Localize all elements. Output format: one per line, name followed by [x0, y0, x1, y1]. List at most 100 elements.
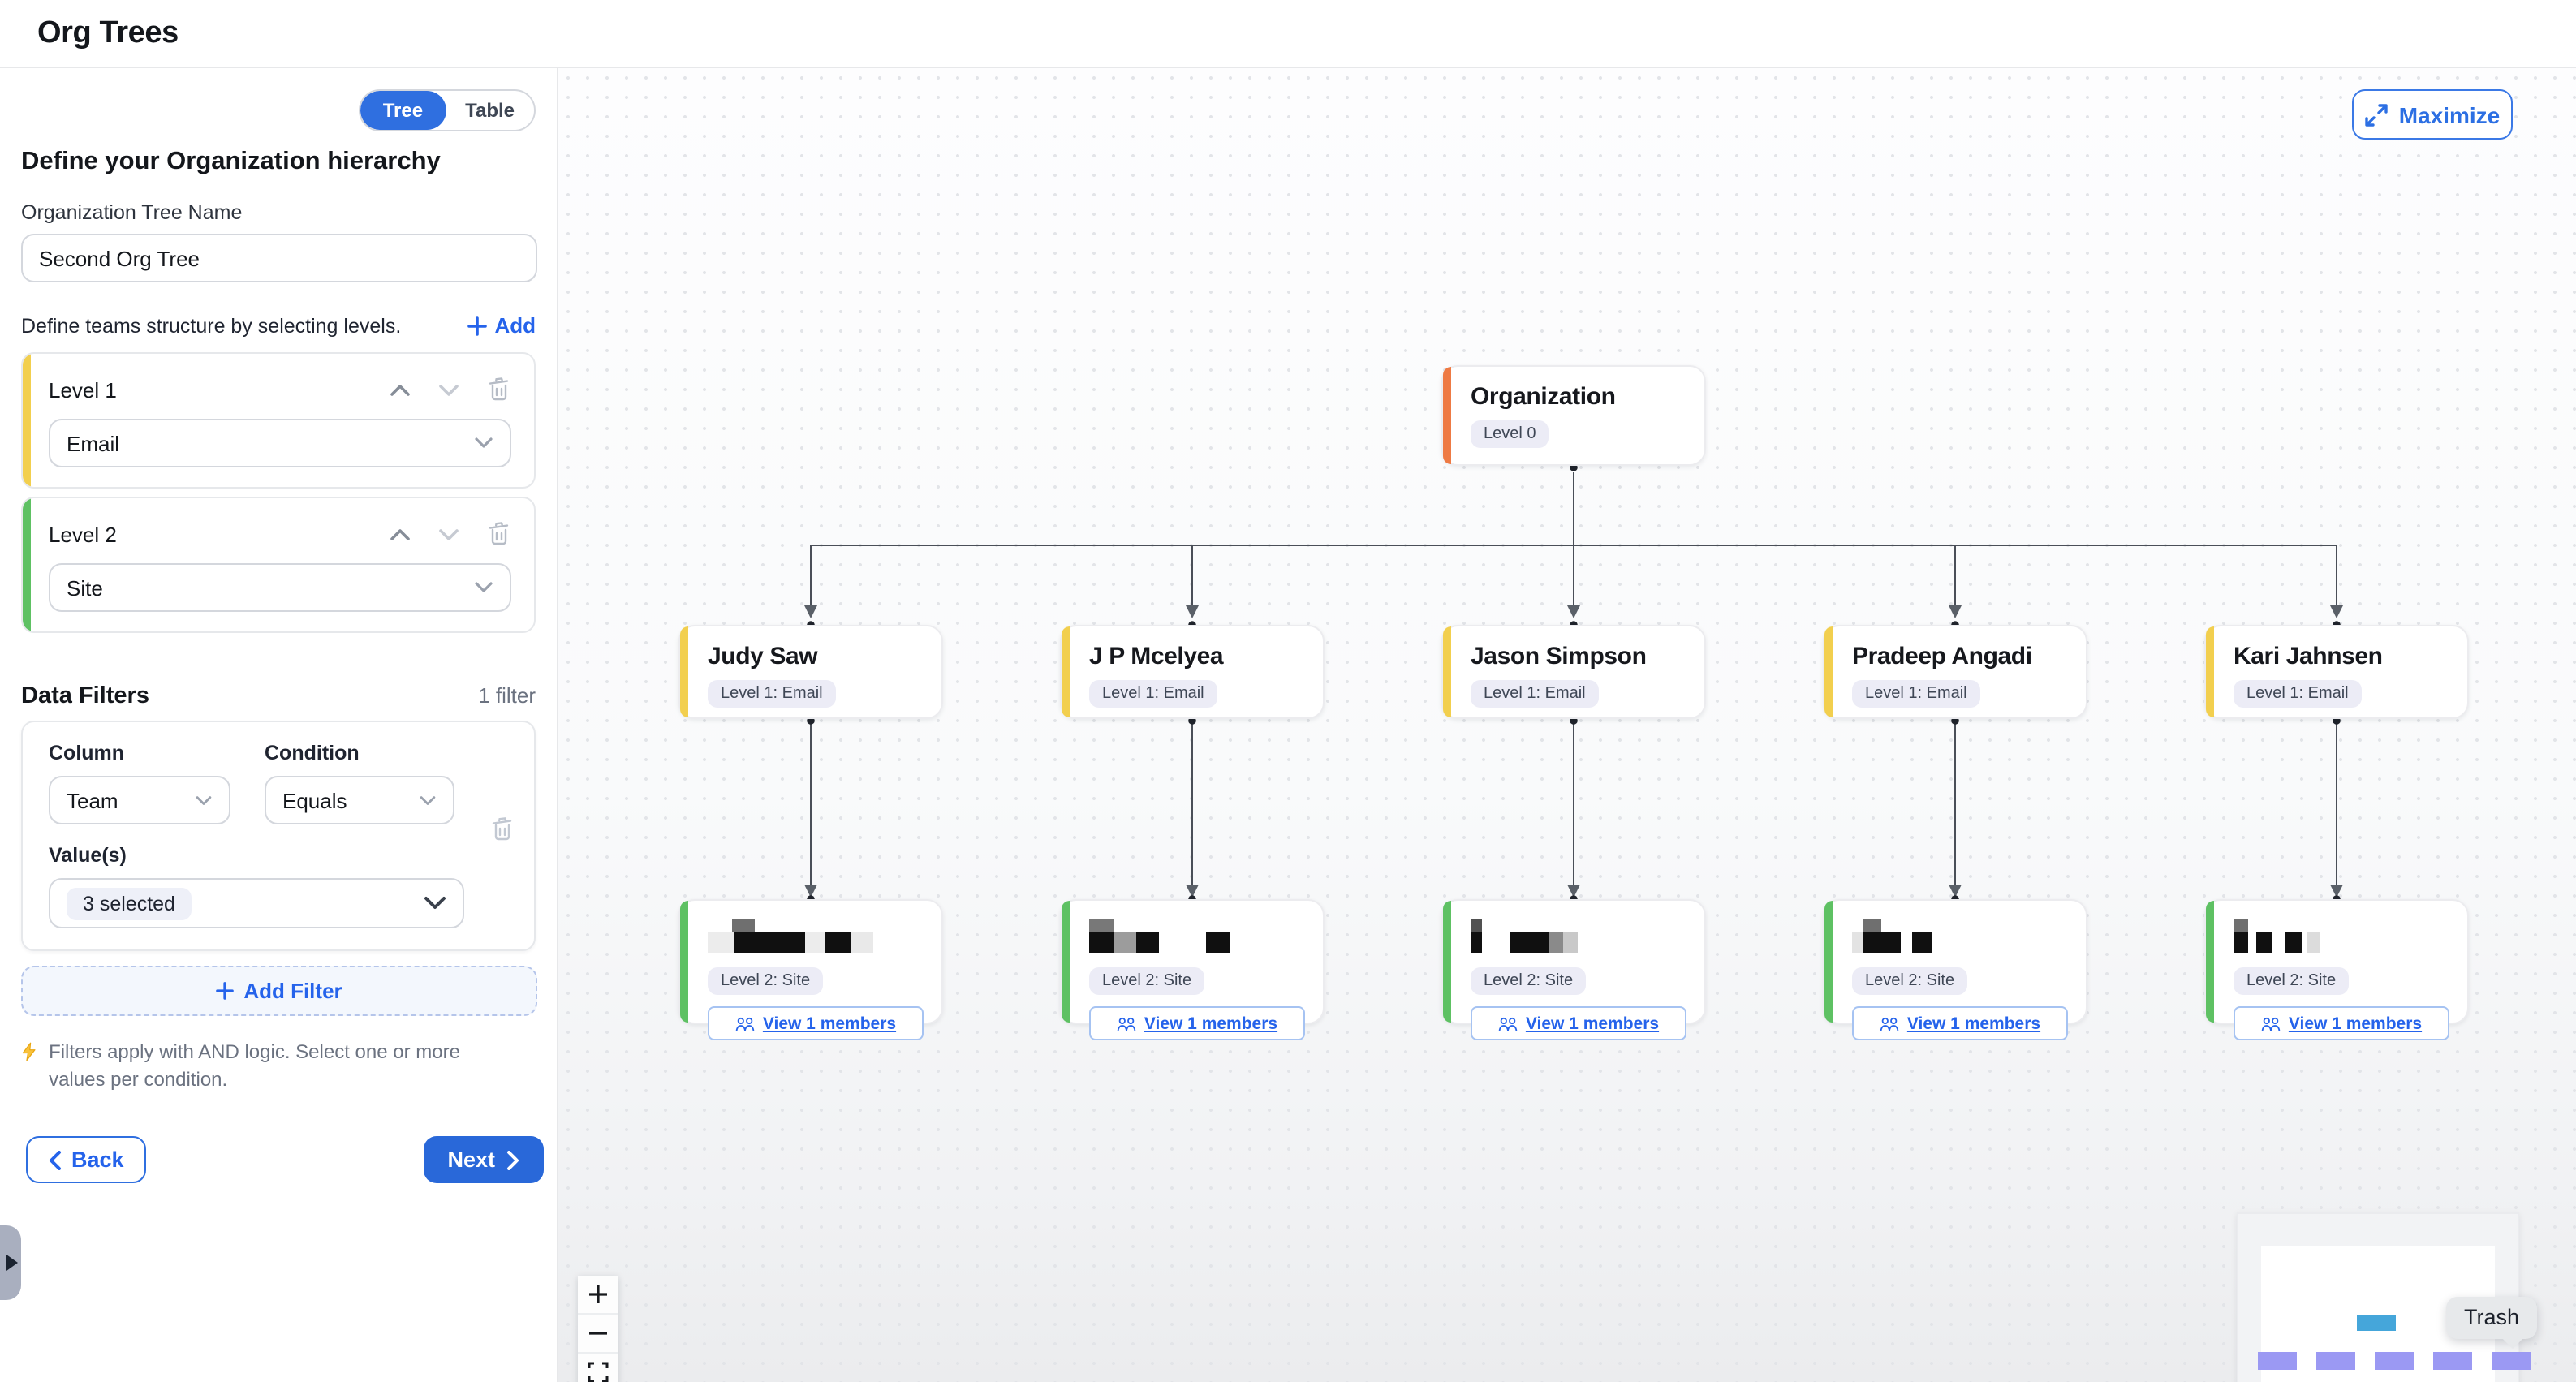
- add-filter-label: Add Filter: [243, 979, 342, 1003]
- values-label: Value(s): [49, 844, 127, 867]
- view-members-button[interactable]: View 1 members: [1089, 1006, 1305, 1040]
- redacted-name: [1471, 919, 1688, 954]
- view-members-label: View 1 members: [762, 1014, 897, 1033]
- chevron-right-icon: [507, 1150, 519, 1169]
- redacted-name: [1089, 919, 1307, 954]
- node-title: J P Mcelyea: [1089, 643, 1224, 670]
- chevron-down-icon: [439, 384, 459, 395]
- chevron-left-icon: [50, 1150, 61, 1169]
- trash-tooltip: Trash: [2446, 1297, 2538, 1350]
- minimap-viewport: [2258, 1246, 2531, 1382]
- org-node-root[interactable]: Organization Level 0: [1441, 365, 1706, 466]
- zoom-in-button[interactable]: [578, 1276, 618, 1315]
- view-members-button[interactable]: View 1 members: [1471, 1006, 1686, 1040]
- fit-view-icon: [588, 1362, 609, 1382]
- level-1-card: Level 1: [21, 352, 536, 489]
- next-button[interactable]: Next: [423, 1136, 544, 1183]
- org-node-level2[interactable]: Level 2: Site View 1 members: [2204, 899, 2469, 1040]
- move-down-button[interactable]: [438, 382, 459, 397]
- tree-name-label: Organization Tree Name: [21, 201, 243, 224]
- org-node-level1[interactable]: Kari Jahnsen Level 1: Email: [2204, 625, 2469, 719]
- move-up-button[interactable]: [390, 527, 411, 541]
- view-members-label: View 1 members: [1144, 1014, 1278, 1033]
- chevron-down-icon: [424, 897, 446, 909]
- expand-icon: [2365, 103, 2388, 126]
- trash-icon: [489, 377, 509, 401]
- top-bar: Org Trees: [0, 0, 2576, 68]
- redacted-name: [708, 919, 925, 954]
- view-members-button[interactable]: View 1 members: [708, 1006, 924, 1040]
- add-level-button[interactable]: Add: [467, 313, 536, 338]
- org-node-level2[interactable]: Level 2: Site View 1 members: [678, 899, 943, 1040]
- org-node-level1[interactable]: Judy Saw Level 1: Email: [678, 625, 943, 719]
- node-title: Jason Simpson: [1471, 643, 1647, 670]
- delete-level-button[interactable]: [487, 377, 511, 403]
- add-filter-button[interactable]: Add Filter: [21, 966, 537, 1016]
- condition-label: Condition: [265, 742, 360, 764]
- org-node-level2[interactable]: Level 2: Site View 1 members: [1823, 899, 2087, 1040]
- trash-icon: [492, 817, 512, 841]
- delete-level-button[interactable]: [487, 521, 511, 547]
- maximize-button[interactable]: Maximize: [2352, 89, 2513, 140]
- chevron-up-icon: [390, 528, 410, 540]
- minimap-node: [2357, 1315, 2396, 1331]
- chevron-down-icon: [196, 795, 212, 804]
- tree-name-input[interactable]: [21, 234, 537, 282]
- next-label: Next: [447, 1147, 495, 1172]
- org-node-level1[interactable]: Pradeep Angadi Level 1: Email: [1823, 625, 2087, 719]
- node-level-badge: Level 1: Email: [708, 680, 836, 708]
- org-node-level1[interactable]: J P Mcelyea Level 1: Email: [1060, 625, 1325, 719]
- condition-select[interactable]: Equals: [265, 776, 454, 824]
- minimap-node: [2258, 1352, 2297, 1370]
- node-level-badge: Level 1: Email: [1089, 680, 1217, 708]
- hierarchy-sidebar: Tree Table Define your Organization hier…: [0, 68, 558, 1382]
- node-title: Judy Saw: [708, 643, 818, 670]
- org-tree-edges: [804, 463, 2343, 1028]
- column-label: Column: [49, 742, 125, 764]
- plus-icon: [467, 316, 487, 335]
- node-level-badge: Level 2: Site: [1471, 967, 1587, 995]
- org-node-level1[interactable]: Jason Simpson Level 1: Email: [1441, 625, 1706, 719]
- members-icon: [1880, 1016, 1899, 1031]
- node-level-badge: Level 2: Site: [1852, 967, 1968, 995]
- level-1-select[interactable]: Email: [49, 419, 511, 467]
- level-2-accent: [23, 498, 31, 631]
- zoom-out-button[interactable]: [578, 1315, 618, 1354]
- minimap-node: [2433, 1352, 2472, 1370]
- filters-note: Filters apply with AND logic. Select one…: [49, 1040, 460, 1091]
- toggle-table[interactable]: Table: [465, 99, 515, 122]
- values-select[interactable]: 3 selected: [49, 878, 464, 928]
- node-level-badge: Level 1: Email: [1852, 680, 1980, 708]
- node-accent: [2206, 626, 2214, 717]
- level-2-value: Site: [67, 575, 103, 600]
- node-accent: [2206, 901, 2214, 1023]
- column-select[interactable]: Team: [49, 776, 230, 824]
- view-members-label: View 1 members: [1525, 1014, 1660, 1033]
- move-up-button[interactable]: [390, 382, 411, 397]
- view-members-label: View 1 members: [1906, 1014, 2041, 1033]
- panel-expand-handle[interactable]: [0, 1225, 21, 1300]
- node-level-badge: Level 2: Site: [1089, 967, 1205, 995]
- view-members-button[interactable]: View 1 members: [2234, 1006, 2449, 1040]
- level-2-card: Level 2: [21, 497, 536, 633]
- move-down-button[interactable]: [438, 527, 459, 541]
- page-title: Org Trees: [37, 15, 179, 50]
- org-node-level2[interactable]: Level 2: Site View 1 members: [1441, 899, 1706, 1040]
- node-accent: [1062, 901, 1070, 1023]
- back-button[interactable]: Back: [26, 1136, 147, 1183]
- toggle-tree[interactable]: Tree: [360, 91, 446, 130]
- condition-value: Equals: [282, 788, 347, 812]
- level-2-select[interactable]: Site: [49, 563, 511, 612]
- data-filters-title: Data Filters: [21, 683, 149, 709]
- chevron-down-icon: [439, 528, 459, 540]
- org-node-level2[interactable]: Level 2: Site View 1 members: [1060, 899, 1325, 1040]
- node-accent: [1824, 901, 1833, 1023]
- view-members-button[interactable]: View 1 members: [1852, 1006, 2068, 1040]
- delete-filter-button[interactable]: [490, 816, 515, 842]
- play-triangle-icon: [6, 1255, 18, 1271]
- fit-view-button[interactable]: [578, 1354, 618, 1382]
- node-accent: [1824, 626, 1833, 717]
- org-tree-canvas[interactable]: Organization Level 0 Judy Saw Level 1: E…: [558, 68, 2576, 1382]
- lightning-icon: [22, 1042, 36, 1061]
